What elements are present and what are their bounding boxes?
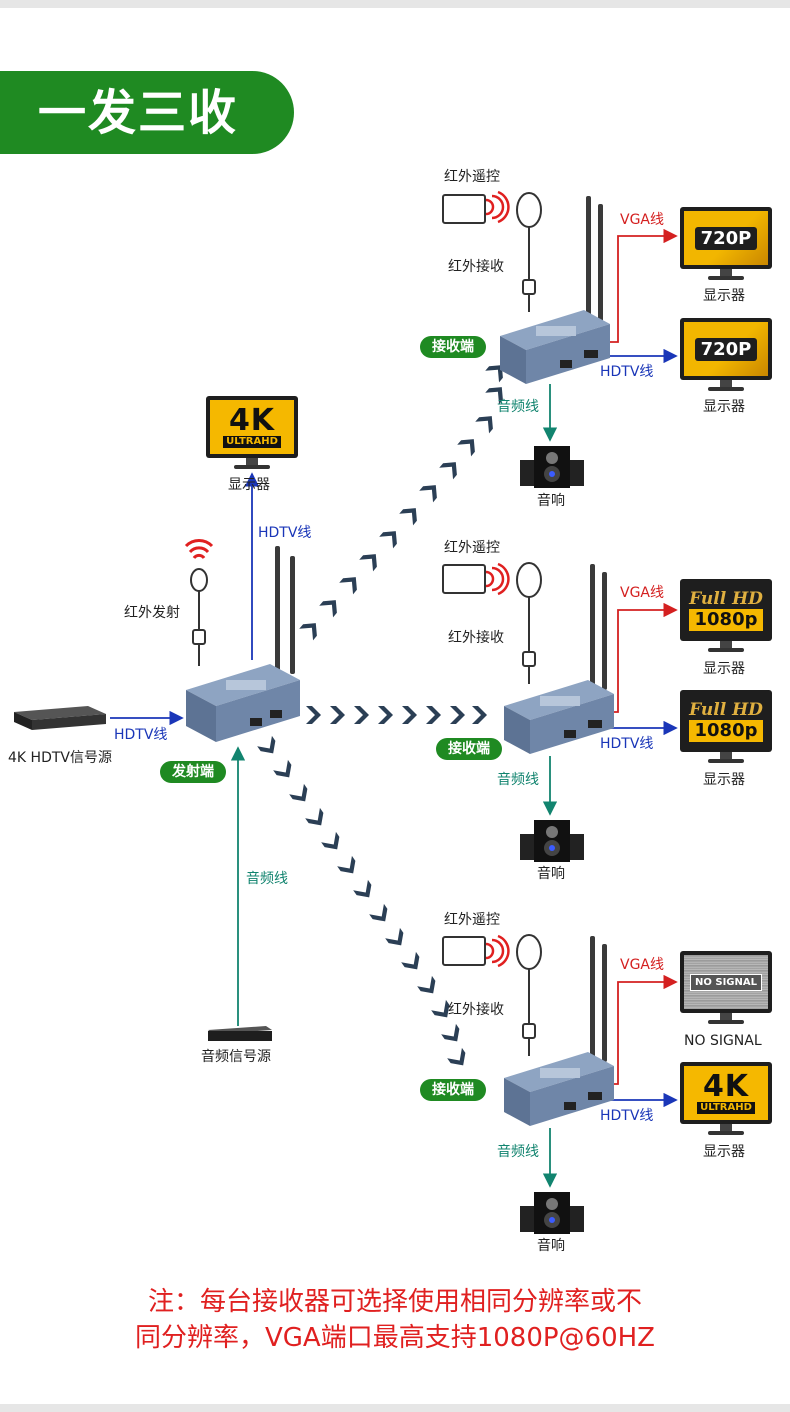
r1-receiver-device-icon [500, 310, 610, 384]
r1-hdtv-cable-label: HDTV线 [600, 364, 654, 380]
r2-hdtv-cable-label: HDTV线 [600, 736, 654, 752]
top-border [0, 0, 790, 8]
display-screen-fullhd: Full HD [689, 589, 763, 609]
display-screen-fullhd: Full HD [689, 700, 763, 720]
source-cable-label: HDTV线 [114, 727, 168, 743]
r3-vga-display-label: NO SIGNAL [684, 1033, 762, 1049]
source-box-icon [14, 706, 106, 730]
r3-vga-display: NO SIGNAL [680, 951, 772, 1024]
source-label: 4K HDTV信号源 [8, 750, 112, 766]
ir-emitter-icon [190, 568, 208, 666]
title-banner [0, 71, 294, 154]
r1-vga-cable-label: VGA线 [620, 212, 665, 228]
r1-hdtv-display: 720P [680, 318, 772, 391]
r2-vga-cable-label: VGA线 [620, 585, 665, 601]
r3-remote-icon [442, 936, 486, 966]
audio-cable-label: 音频线 [246, 871, 288, 887]
r1-speaker-label: 音响 [537, 493, 565, 509]
bottom-border [0, 1404, 790, 1412]
r1-vga-display: 720P [680, 207, 772, 280]
display-screen-ultrahd: ULTRAHD [223, 436, 281, 448]
r2-ir-remote-label: 红外遥控 [444, 540, 500, 556]
display-screen-no-signal: NO SIGNAL [690, 973, 762, 991]
r3-speaker-label: 音响 [537, 1238, 565, 1254]
tx-top-cable-label: HDTV线 [258, 525, 312, 541]
footnote-line-1: 注：每台接收器可选择使用相同分辨率或不 [147, 1287, 642, 1317]
r1-speaker-icon [520, 446, 584, 488]
audio-source-icon [208, 1026, 272, 1041]
transmitter-badge: 发射端 [160, 761, 226, 783]
chevrons-to-receiver-3 [257, 735, 471, 1071]
tx-antenna-icon [275, 546, 295, 676]
r3-ir-receiver-icon [485, 934, 542, 1056]
r1-ir-remote-label: 红外遥控 [444, 169, 500, 185]
r2-vga-line [604, 602, 678, 713]
display-screen-ultrahd: ULTRAHD [697, 1102, 755, 1114]
r3-hdtv-cable-label: HDTV线 [600, 1108, 654, 1124]
r3-audio-cable-label: 音频线 [497, 1144, 539, 1160]
r1-vga-display-label: 显示器 [703, 288, 745, 304]
ir-signal-icon [184, 539, 214, 560]
r2-antenna-icon [590, 564, 607, 690]
r2-receiver-device-icon [504, 680, 614, 754]
display-screen-4k: 4K [228, 403, 276, 438]
r3-receiver-device-icon [504, 1052, 614, 1126]
r2-vga-display: Full HD 1080p [680, 579, 772, 652]
chevrons-to-receiver-1 [299, 359, 509, 641]
r3-hdtv-display: 4K ULTRAHD [680, 1062, 772, 1135]
r2-receiver-badge: 接收端 [436, 738, 502, 760]
r2-audio-cable-label: 音频线 [497, 772, 539, 788]
r1-hdtv-display-label: 显示器 [703, 399, 745, 415]
r3-ir-receiver-label: 红外接收 [448, 1002, 504, 1018]
r3-speaker-icon [520, 1192, 584, 1234]
r2-speaker-icon [520, 820, 584, 862]
transmitter-device-icon [186, 664, 300, 742]
r1-remote-icon [442, 194, 486, 224]
r3-vga-cable-label: VGA线 [620, 957, 665, 973]
ir-emitter-label: 红外发射 [124, 605, 180, 621]
r3-antenna-icon [590, 936, 607, 1062]
display-screen-4k: 4K [702, 1069, 750, 1104]
r1-vga-line [604, 228, 678, 343]
display-screen-720p: 720P [694, 226, 758, 250]
r1-ir-receiver-label: 红外接收 [448, 259, 504, 275]
r2-hdtv-display: Full HD 1080p [680, 690, 772, 763]
r2-speaker-label: 音响 [537, 866, 565, 882]
audio-source-label: 音频信号源 [201, 1049, 271, 1065]
display-screen-1080p: 1080p [688, 720, 764, 742]
r3-vga-line [604, 974, 678, 1085]
tx-top-display-label: 显示器 [228, 477, 270, 493]
display-screen-1080p: 1080p [688, 609, 764, 631]
r2-ir-receiver-label: 红外接收 [448, 630, 504, 646]
tx-top-display: 4K ULTRAHD [206, 396, 298, 469]
r2-remote-icon [442, 564, 486, 594]
r1-receiver-badge: 接收端 [420, 336, 486, 358]
page-title: 一发三收 [38, 85, 239, 141]
r2-hdtv-display-label: 显示器 [703, 772, 745, 788]
chevrons-to-receiver-2 [306, 706, 487, 724]
r1-ir-receiver-icon [485, 190, 542, 312]
r2-ir-receiver-icon [485, 562, 542, 684]
r2-vga-display-label: 显示器 [703, 661, 745, 677]
display-screen-720p: 720P [694, 337, 758, 361]
r3-receiver-badge: 接收端 [420, 1079, 486, 1101]
r1-antenna-icon [586, 196, 603, 322]
r1-audio-cable-label: 音频线 [497, 399, 539, 415]
r3-ir-remote-label: 红外遥控 [444, 912, 500, 928]
r3-hdtv-display-label: 显示器 [703, 1144, 745, 1160]
footnote-line-2: 同分辨率，VGA端口最高支持1080P@60HZ [134, 1323, 655, 1353]
